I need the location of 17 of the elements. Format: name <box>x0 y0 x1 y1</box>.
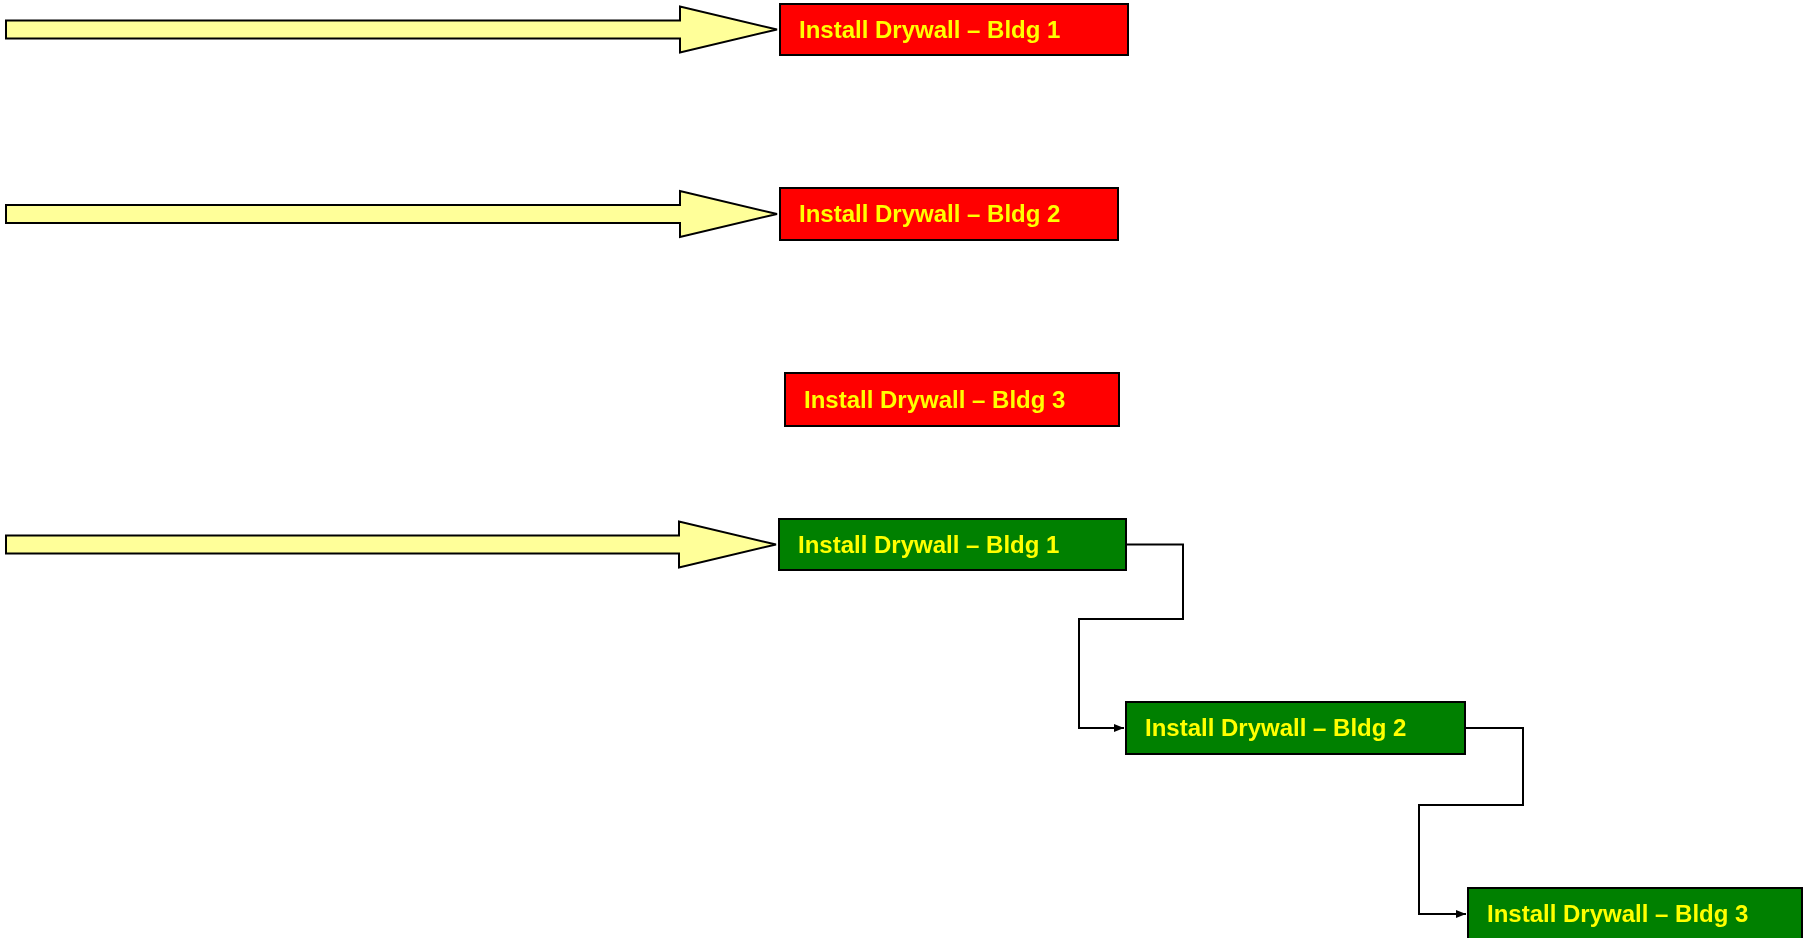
task-label: Install Drywall – Bldg 3 <box>804 385 1066 414</box>
block-arrow <box>5 520 777 569</box>
task-label: Install Drywall – Bldg 1 <box>799 15 1061 44</box>
task-box <box>779 187 1119 241</box>
block-arrow <box>5 189 778 239</box>
task-box <box>1125 701 1466 755</box>
task-box <box>784 372 1120 427</box>
task-label: Install Drywall – Bldg 2 <box>799 200 1061 228</box>
task-box <box>1467 887 1803 938</box>
connector-arrow <box>1078 543 1184 732</box>
task-label: Install Drywall – Bldg 1 <box>798 530 1060 559</box>
task-label: Install Drywall – Bldg 3 <box>1487 900 1749 928</box>
connector-arrow <box>1418 727 1524 918</box>
block-arrow <box>5 5 778 54</box>
task-box <box>779 3 1129 56</box>
task-label: Install Drywall – Bldg 2 <box>1145 714 1407 742</box>
task-box <box>778 518 1127 571</box>
